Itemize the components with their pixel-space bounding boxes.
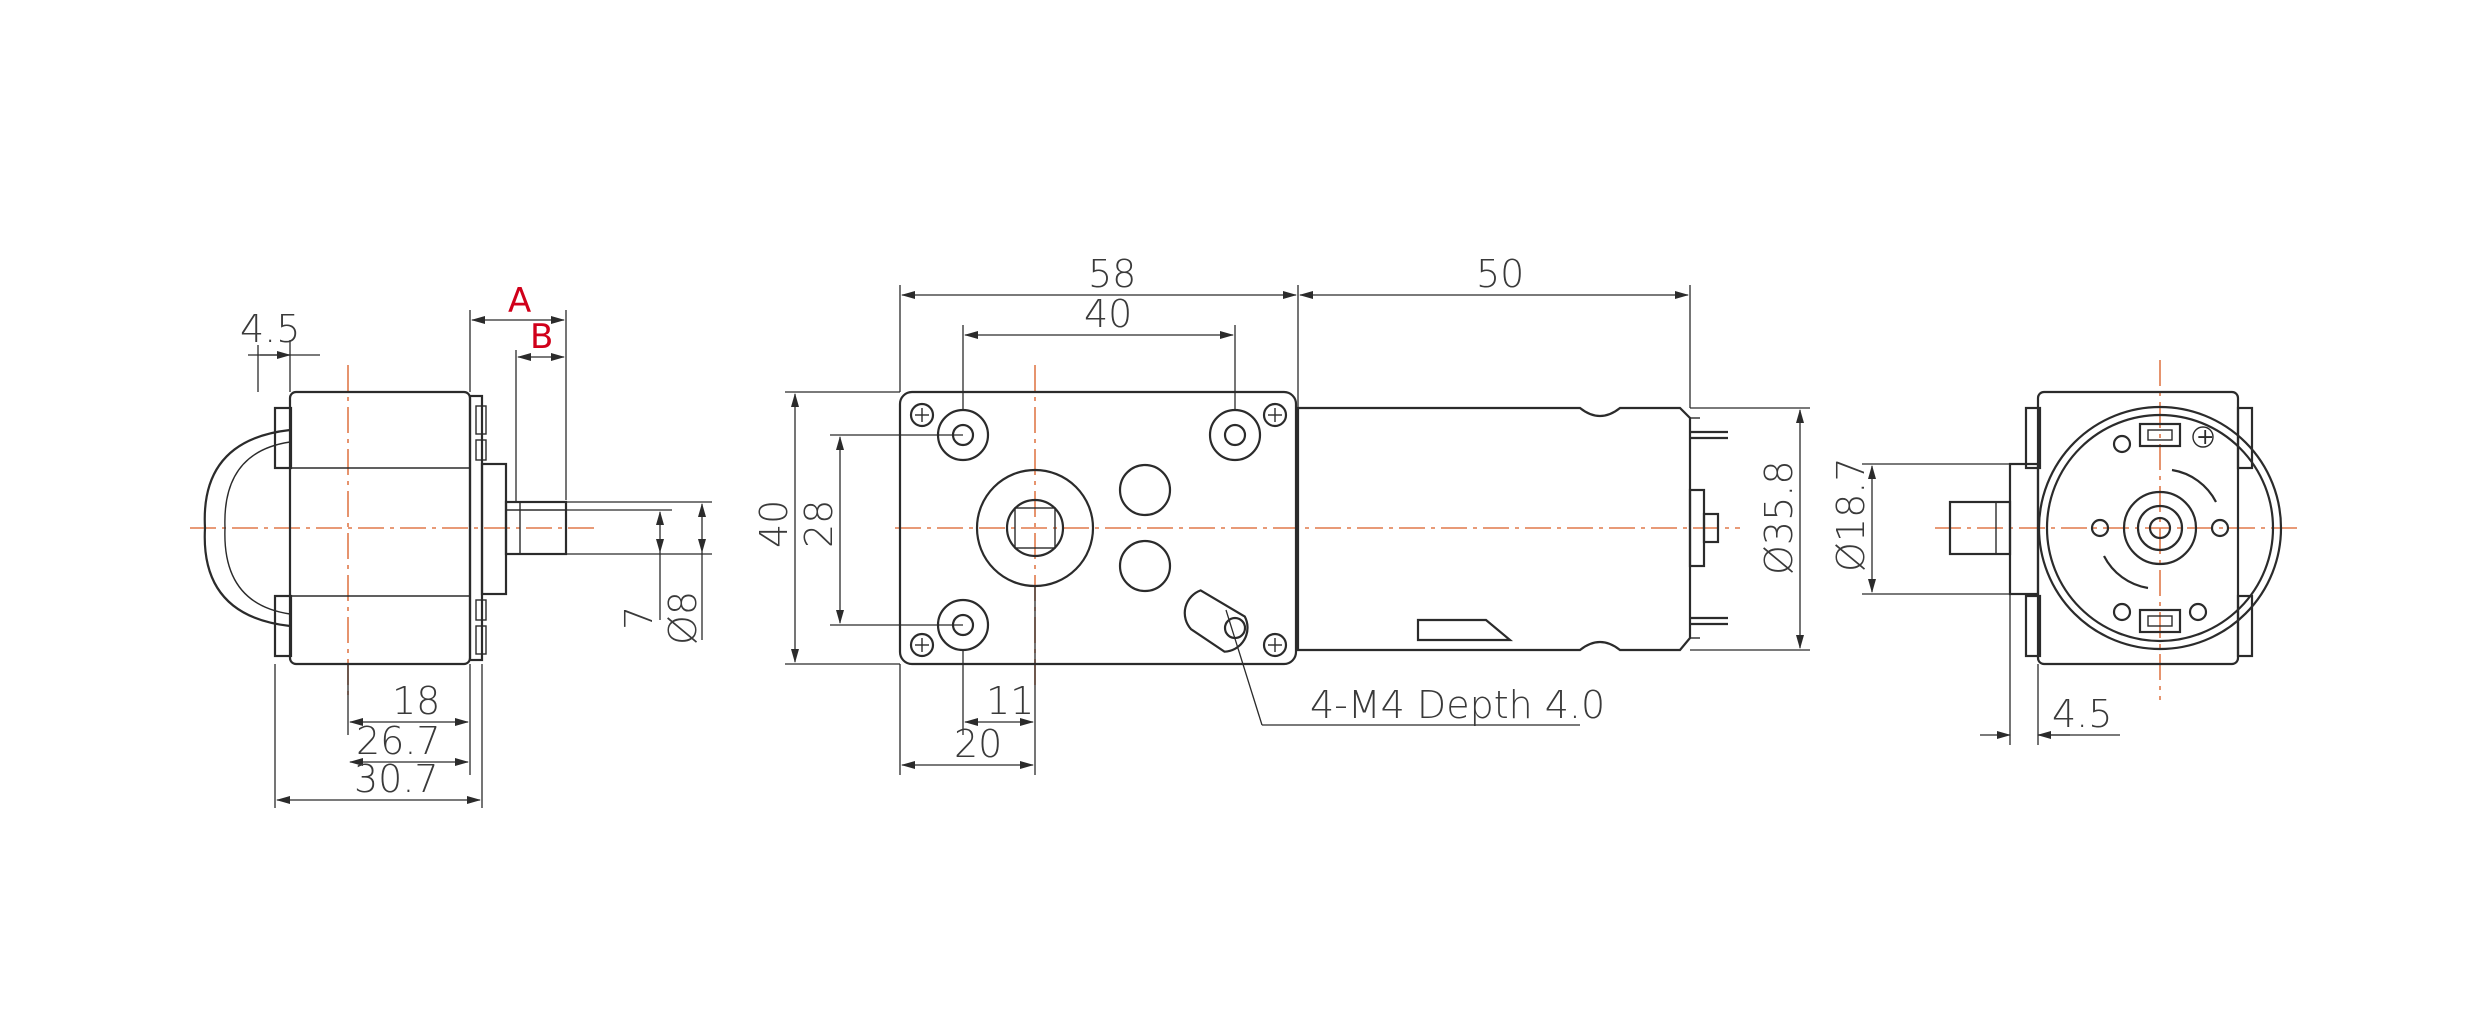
side-dome-inner [224, 441, 291, 615]
side-dome [203, 428, 291, 628]
dim-boss-dia: Ø18.7 [1829, 457, 1873, 572]
dim-shaft-flat: 7 [617, 606, 661, 630]
output-shaft [1005, 498, 1065, 558]
dim-motor-length: 50 [1476, 252, 1524, 296]
end-motor-can [2037, 405, 2283, 651]
note-leader [1225, 609, 1263, 726]
side-screw-1 [475, 405, 487, 435]
dim-motor-dia: Ø35.8 [1757, 460, 1801, 575]
end-bearing-outer [2122, 490, 2198, 566]
end-tab-bl [2024, 594, 2042, 658]
end-hole-right [2210, 518, 2230, 538]
dim-hole-spacing-x: 40 [1084, 292, 1132, 336]
side-screw-4 [475, 625, 487, 655]
dim-inner-len: 18 [392, 679, 440, 723]
dim-shaft-len: 4.5 [2052, 692, 2112, 736]
screw-tr [1262, 402, 1288, 428]
end-tab-tl [2024, 406, 2042, 470]
end-bearing-shaft [2148, 516, 2172, 540]
end-shaft [1948, 500, 2012, 556]
dim-hole-spacing-y: 28 [797, 500, 841, 548]
end-tab-br [2236, 594, 2254, 658]
front-view: 58 50 40 40 28 11 20 4-M4 Depth 4.0 [752, 252, 1810, 775]
end-motor-cap [2045, 413, 2275, 643]
end-boss [2008, 462, 2040, 596]
blind-hole-top [1118, 463, 1172, 517]
end-view: + Ø18.7 4.5 [1829, 360, 2300, 745]
end-vent-top [2171, 468, 2217, 503]
plus-ring-icon [2192, 426, 2214, 448]
hole-note: 4-M4 Depth 4.0 [1310, 683, 1605, 727]
label-b: B [530, 317, 553, 357]
motor-tab [1416, 618, 1514, 642]
end-tab-tr [2236, 406, 2254, 470]
motor-body [1296, 406, 1692, 652]
dim-top-width: 4.5 [240, 307, 300, 351]
end-hole-br [2188, 602, 2208, 622]
dim-offset-large: 20 [954, 722, 1002, 766]
side-screw-2 [475, 439, 487, 461]
side-view: 4.5 A B 7 Ø8 18 26.7 30.7 [190, 281, 712, 808]
end-terminal-top-slot [2147, 429, 2173, 441]
screw-tl [909, 402, 935, 428]
end-vent-bottom [2103, 555, 2149, 590]
side-shaft [504, 500, 568, 556]
gearbox-plate [898, 390, 1298, 666]
blind-hole-bottom [1118, 539, 1172, 593]
end-terminal-bottom-slot [2147, 615, 2173, 627]
end-terminal-top [2138, 422, 2182, 448]
dim-offset-small: 11 [986, 679, 1034, 723]
label-a: A [508, 281, 531, 321]
side-boss [480, 462, 508, 596]
end-hole-bl [2112, 602, 2132, 622]
screw-bl [909, 632, 935, 658]
motor-rear-nub [1702, 512, 1720, 544]
dim-height: 40 [752, 500, 796, 548]
dim-gearbox-width: 58 [1088, 252, 1136, 296]
side-tab-tl [273, 406, 293, 470]
side-screw-3 [475, 599, 487, 621]
output-shaft-flat [1014, 507, 1056, 549]
end-hole-tl [2112, 434, 2132, 454]
m4-slot-br [1183, 589, 1249, 653]
m4-hole-tr [1208, 408, 1262, 462]
dim-mid-len: 26.7 [356, 719, 441, 763]
dim-total-len: 30.7 [354, 757, 439, 801]
end-bearing-mid [2136, 504, 2184, 552]
screw-br [1262, 632, 1288, 658]
dim-shaft-dia: Ø8 [661, 591, 705, 645]
end-terminal-bottom [2138, 608, 2182, 634]
end-hole-left [2090, 518, 2110, 538]
